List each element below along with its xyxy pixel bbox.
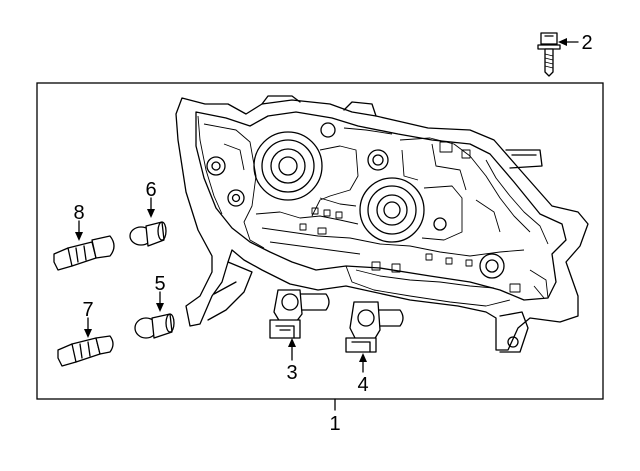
bulb-socket-part-4	[345, 301, 404, 353]
callout-2: 2	[581, 32, 592, 54]
callout-4: 4	[357, 374, 368, 396]
bulb-part-5	[134, 313, 175, 339]
assembly-frame	[36, 82, 604, 400]
headlamp-housing	[175, 95, 589, 353]
leader-lines	[75, 38, 579, 411]
callout-5: 5	[154, 273, 165, 295]
callout-3: 3	[286, 362, 297, 384]
socket-part-8	[53, 235, 115, 271]
bulb-part-6	[129, 221, 167, 247]
bulb-socket-part-3	[269, 289, 330, 339]
socket-part-7	[57, 335, 114, 367]
callout-1: 1	[329, 413, 340, 435]
bolt-part-2	[537, 32, 561, 77]
callout-6: 6	[145, 179, 156, 201]
callout-8: 8	[73, 202, 84, 224]
callout-7: 7	[82, 299, 93, 321]
